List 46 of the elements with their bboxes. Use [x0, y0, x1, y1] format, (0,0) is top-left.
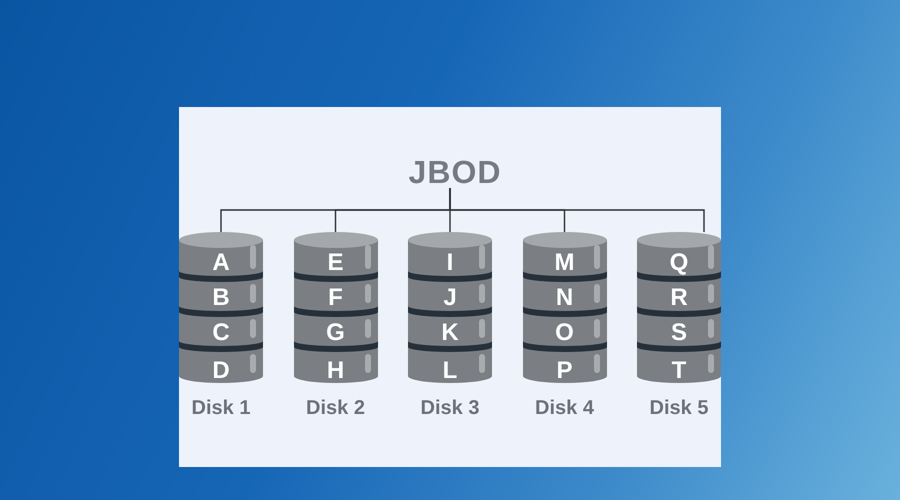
platter-letter: L: [442, 359, 458, 383]
disk-platter: [408, 232, 492, 276]
disk-platter: [294, 232, 378, 276]
platter-letter: O: [555, 321, 574, 345]
platter-letter: S: [671, 321, 687, 345]
disk-label: Disk 4: [535, 396, 594, 420]
platter-letter: F: [328, 286, 343, 310]
diagram-title: JBOD: [408, 156, 502, 188]
platter-letter: Q: [670, 251, 688, 275]
disk-label: Disk 5: [650, 396, 708, 420]
platter-letter: N: [556, 286, 574, 310]
platter-letter: A: [212, 251, 230, 275]
platter-letter: E: [328, 251, 344, 275]
disk-platter: [522, 341, 606, 383]
disk-platter: [522, 232, 606, 276]
platter-letter: D: [212, 359, 230, 383]
disk-platter: [637, 306, 721, 346]
disk-label: Disk 3: [420, 396, 480, 420]
disk-platter: [294, 271, 378, 311]
platter-letter: K: [441, 321, 459, 345]
disk-platter: [522, 306, 606, 346]
platter-letter: B: [212, 286, 230, 310]
connector-line: [449, 188, 705, 232]
disk-platter: [408, 271, 492, 311]
disk-platter: [408, 306, 492, 346]
platter-letter: P: [556, 359, 572, 383]
platter-letter: C: [212, 321, 230, 345]
disk-label: Disk 2: [306, 396, 365, 420]
platter-letter: G: [326, 321, 345, 345]
platter-letter: H: [326, 359, 344, 383]
disk-label: Disk 1: [192, 396, 250, 420]
platter-letter: J: [443, 286, 457, 310]
disk-platter: [179, 232, 263, 276]
disk-platter: [179, 341, 263, 383]
disk-platter: [637, 232, 721, 276]
disk-platter: [408, 341, 492, 383]
disk-platter: [179, 306, 263, 346]
disk-platter: [522, 271, 606, 311]
disk-platter: [637, 341, 721, 383]
disk-platter: [294, 306, 378, 346]
disk-platter: [179, 271, 263, 311]
platter-letter: I: [446, 251, 454, 275]
platter-letter: T: [672, 359, 686, 383]
platter-letter: M: [554, 251, 574, 275]
platter-letter: R: [670, 286, 688, 310]
disk-platter: [294, 341, 378, 383]
